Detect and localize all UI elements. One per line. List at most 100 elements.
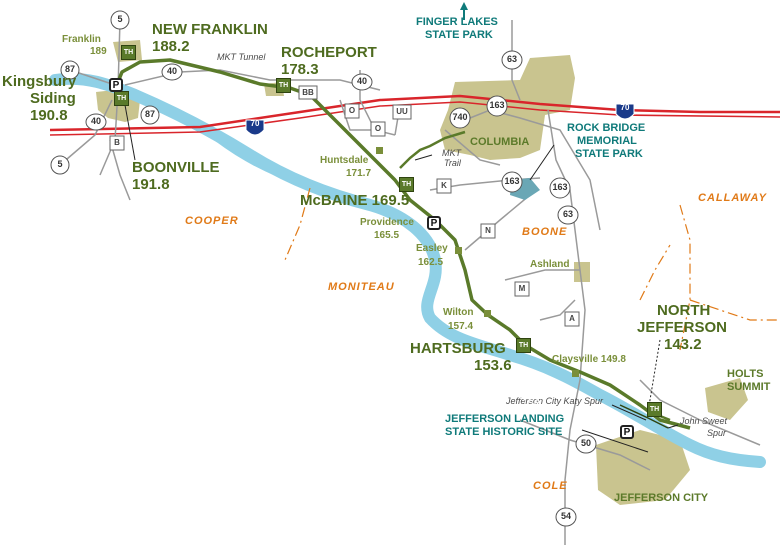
river-tributary [203, 128, 301, 185]
route-i70-label-a: 70 [250, 119, 260, 128]
us63-shield-b [557, 205, 579, 225]
rock-bridge-label-line2: MEMORIAL [577, 135, 637, 147]
parking-marker-providence: P [427, 216, 441, 230]
hartsburg-name: HARTSBURG [410, 340, 506, 357]
parking-marker-jefferson-landing: P [620, 425, 634, 439]
county-cole: COLE [533, 480, 568, 492]
stop-marker-wilton [484, 310, 491, 317]
providence-mile: 165.5 [374, 230, 400, 241]
i70-shield-b [615, 103, 635, 120]
mo87-shield-b [140, 105, 160, 125]
mkt-trail [399, 130, 466, 169]
route-a-label: A [569, 314, 575, 323]
mkt-trail-note-line1: MKT [442, 148, 461, 158]
easley-mile: 162.5 [418, 257, 444, 268]
route-i70-label-b: 70 [620, 103, 630, 112]
route-boxes [109, 85, 580, 327]
hartsburg-mile: 153.6 [474, 357, 512, 374]
kingsbury-mile: 190.8 [30, 107, 68, 124]
urban-jefferson-city [596, 430, 690, 505]
route-bb-box [298, 85, 318, 100]
route-mo5-label-a: 5 [117, 14, 123, 24]
stop-marker-claysville [572, 370, 579, 377]
route-o-box-a [344, 103, 360, 119]
county-callaway: CALLAWAY [698, 192, 767, 204]
interstate-70 [49, 94, 780, 132]
new-franklin-name: NEW FRANKLIN [152, 21, 268, 38]
county-cooper: COOPER [185, 215, 239, 227]
stop-marker-easley [455, 247, 462, 254]
huntsdale-mile: 171.7 [346, 168, 372, 179]
john-sweet-spur-note-line1: John Sweet [680, 416, 728, 426]
mo740-shield [449, 107, 471, 129]
interstate-shields [245, 103, 635, 136]
route-b-label: B [114, 138, 120, 147]
route-b-box [109, 135, 125, 151]
interstate-70-b [49, 101, 780, 136]
holts-summit-label-line1: HOLTS [727, 368, 764, 380]
katy-spur [619, 404, 669, 429]
huntsdale-name: Huntsdale [320, 155, 369, 166]
urban-holts-summit [705, 378, 748, 420]
claysville-label: Claysville 149.8 [552, 354, 626, 365]
kingsbury-name-line2: Siding [30, 90, 76, 107]
route-us40-label-a: 40 [166, 66, 177, 76]
route-us40-label-c: 40 [90, 116, 101, 126]
us40-shield-a [161, 63, 183, 81]
route-mo163-label-c: 163 [552, 182, 568, 192]
route-mo163-label-b: 163 [504, 176, 520, 186]
trailhead-marker-rocheport: TH [276, 78, 291, 93]
rocheport-mile: 178.3 [281, 61, 319, 78]
us40-shield-b [351, 73, 373, 91]
route-a-box [564, 311, 580, 327]
route-m-label: M [518, 284, 526, 293]
mo87-shield-a [60, 60, 80, 80]
north-jefferson-mile: 143.2 [664, 336, 702, 353]
mo5-shield-a [110, 10, 130, 30]
north-jefferson-name-line1: NORTH [657, 302, 711, 319]
finger-lakes-label-line2: STATE PARK [425, 29, 493, 41]
mo163-shield-c [549, 177, 571, 199]
us50-shield [575, 434, 597, 454]
franklin-mile: 189 [90, 46, 107, 57]
jefferson-city-label: JEFFERSON CITY [614, 492, 709, 504]
route-mo740-label: 740 [452, 112, 468, 122]
rock-bridge-label-line1: ROCK BRIDGE [567, 122, 646, 134]
route-mo87-label-a: 87 [64, 64, 75, 74]
route-us63-label-b: 63 [562, 209, 573, 219]
route-uu-box [392, 104, 412, 120]
route-o-label-b: O [374, 124, 382, 133]
route-us63-label-a: 63 [506, 54, 517, 64]
rock-bridge-label-line3: STATE PARK [575, 148, 643, 160]
route-us50-label: 50 [580, 438, 591, 448]
county-moniteau: MONITEAU [328, 281, 395, 293]
holts-summit-label-line2: SUMMIT [727, 381, 771, 393]
mcbaine-label: McBAINE 169.5 [300, 192, 410, 209]
route-k-box [436, 178, 452, 194]
route-mo163-label-a: 163 [489, 100, 505, 110]
leader-lines [124, 104, 679, 453]
new-franklin-mile: 188.2 [152, 38, 190, 55]
mkt-tunnel-note: MKT Tunnel [217, 52, 266, 62]
wilton-name: Wilton [443, 307, 474, 318]
route-n-box [480, 223, 496, 239]
columbia-label: COLUMBIA [470, 136, 530, 148]
katy-spur-note: Jefferson City Katy Spur [506, 396, 604, 406]
easley-name: Easley [416, 243, 448, 254]
mo5-shield-b [50, 155, 70, 175]
us40-shield-c [85, 113, 107, 131]
north-jefferson-name-line2: JEFFERSON [637, 319, 728, 336]
parking-marker-kingsbury: P [109, 78, 123, 92]
providence-name: Providence [360, 217, 414, 228]
north-arrow-head [460, 2, 468, 10]
us-shields [50, 10, 597, 527]
route-bb-label: BB [302, 88, 314, 97]
stop-markers [376, 147, 579, 377]
mo163-shield-b [501, 171, 523, 193]
route-k-label: K [441, 181, 447, 190]
route-us40-label-b: 40 [356, 76, 367, 86]
trailhead-marker-hartsburg: TH [516, 338, 531, 353]
finger-lakes-label-line1: FINGER LAKES [416, 16, 498, 28]
route-mo87-label-b: 87 [144, 109, 155, 119]
route-m-box [514, 281, 530, 297]
